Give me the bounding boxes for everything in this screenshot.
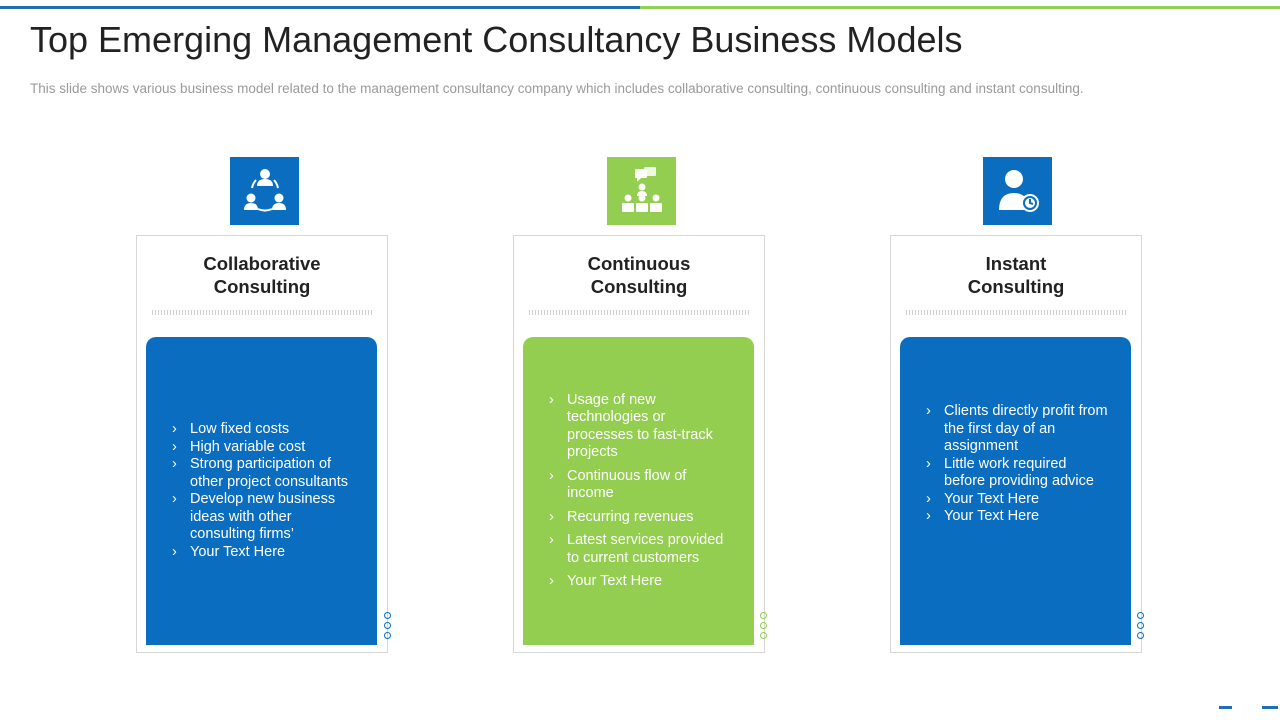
card-collaborative-consulting: Collaborative Consulting Low fixed costs…: [136, 235, 388, 653]
dotted-divider: [529, 310, 749, 315]
card-title: Instant Consulting: [967, 253, 1065, 297]
footer-mark: [1219, 706, 1232, 709]
dotted-divider: [152, 310, 372, 315]
list-item: Recurring revenues: [549, 509, 734, 527]
list-item: Continuous flow of income: [549, 468, 734, 503]
card-instant-consulting: Instant Consulting Clients directly prof…: [890, 235, 1142, 653]
list-item: Your Text Here: [926, 508, 1111, 526]
top-accent-bar-green: [640, 6, 1280, 9]
content-panel: Usage of new technologies or processes t…: [523, 337, 754, 645]
decorative-dots: [384, 612, 394, 642]
bullet-list: Low fixed costs High variable cost Stron…: [146, 421, 377, 561]
team-circle-icon: [243, 169, 286, 212]
user-clock-icon: [998, 170, 1039, 212]
card-title: Collaborative Consulting: [203, 253, 321, 297]
decorative-dots: [1137, 612, 1147, 642]
list-item: High variable cost: [172, 439, 357, 457]
content-panel: Low fixed costs High variable cost Stron…: [146, 337, 377, 645]
bullet-list: Usage of new technologies or processes t…: [523, 392, 754, 591]
list-item: Your Text Here: [172, 544, 357, 562]
content-panel: Clients directly profit from the first d…: [900, 337, 1131, 645]
list-item: Usage of new technologies or processes t…: [549, 392, 734, 462]
bullet-list: Clients directly profit from the first d…: [900, 403, 1131, 526]
card-continuous-consulting: Continuous Consulting Usage of new techn…: [513, 235, 765, 653]
top-accent-bar-blue: [0, 6, 640, 9]
continuous-icon-box: [607, 157, 676, 225]
meeting-chat-icon: [621, 167, 662, 212]
decorative-dots: [760, 612, 770, 642]
slide-subtitle: This slide shows various business model …: [30, 81, 1084, 96]
list-item: Your Text Here: [926, 491, 1111, 509]
list-item: Latest services provided to current cust…: [549, 532, 734, 567]
collaborative-icon-box: [230, 157, 299, 225]
list-item: Strong participation of other project co…: [172, 456, 357, 491]
slide-title: Top Emerging Management Consultancy Busi…: [30, 19, 963, 60]
list-item: Little work required before providing ad…: [926, 456, 1111, 491]
dotted-divider: [906, 310, 1126, 315]
list-item: Develop new business ideas with other co…: [172, 491, 357, 544]
list-item: Your Text Here: [549, 573, 734, 591]
card-title: Continuous Consulting: [587, 253, 691, 297]
list-item: Low fixed costs: [172, 421, 357, 439]
footer-mark: [1262, 706, 1278, 709]
instant-icon-box: [983, 157, 1052, 225]
list-item: Clients directly profit from the first d…: [926, 403, 1111, 456]
